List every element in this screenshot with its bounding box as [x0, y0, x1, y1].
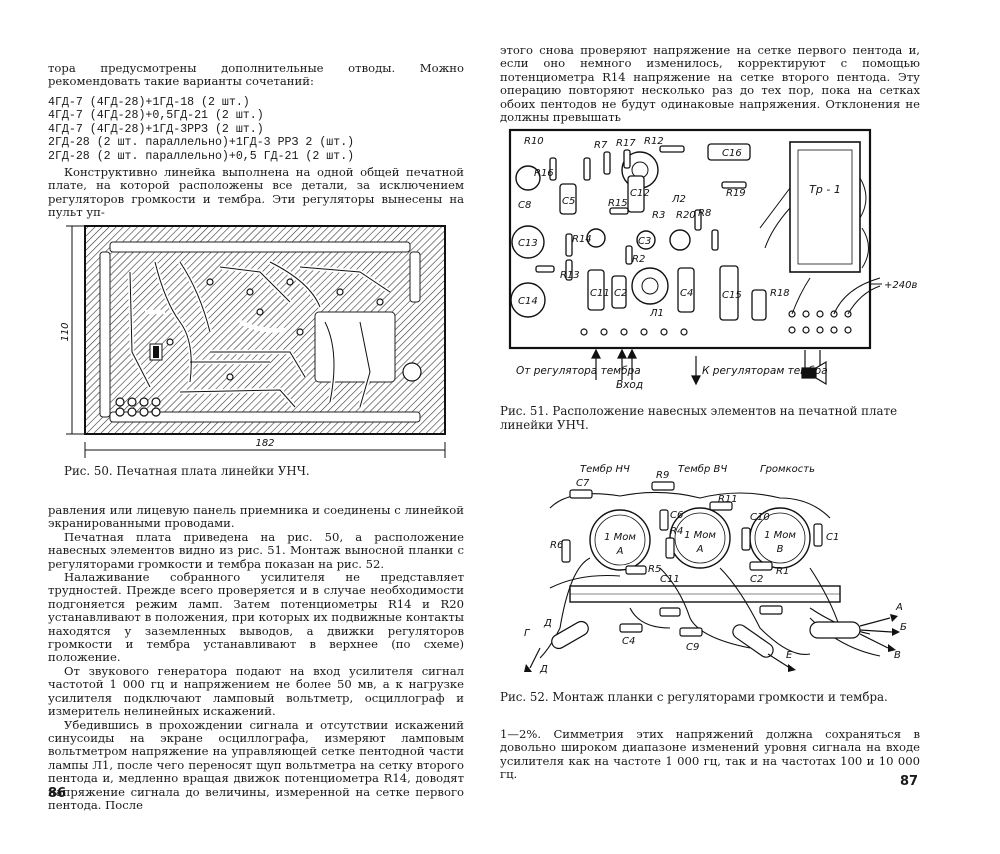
label-r3: R3 [652, 210, 665, 221]
right-bottom-text: 1—2%. Симметрия этих напряжений должна с… [500, 727, 920, 782]
label-r20: R20 [676, 210, 696, 221]
left-para-construct: Конструктивно линейка выполнена на одной… [48, 165, 464, 220]
label-c1: C1 [826, 532, 839, 543]
label-c12: C12 [630, 188, 650, 199]
fig52-caption: Рис. 52. Монтаж планки с регуляторами гр… [500, 690, 888, 704]
label-r11: R11 [718, 494, 738, 505]
left-intro: тора предусмотрены дополнительные отводы… [48, 61, 464, 89]
label-l1: Л1 [649, 308, 664, 319]
pot2-letter: А [696, 544, 704, 555]
transformer-label: Тр - 1 [809, 183, 841, 196]
right-top-text: этого снова проверяют напряжение на сетк… [500, 43, 920, 125]
label-c3: C3 [638, 236, 651, 247]
label-c11: C11 [660, 574, 680, 585]
label-c2: C2 [614, 288, 627, 299]
label-r5: R5 [648, 564, 661, 575]
page-number-left: 86 [48, 786, 67, 801]
arrow-in-label: Вход [616, 379, 643, 391]
label-c2: C2 [750, 574, 763, 585]
label-b: Б [900, 622, 907, 633]
label-r16: R16 [534, 168, 554, 179]
label-r18: R18 [770, 288, 790, 299]
label-r15: R15 [608, 198, 628, 209]
label-d: Д [543, 618, 552, 629]
label-v: В [894, 650, 901, 661]
head-tone-lf: Тембр НЧ [580, 463, 630, 475]
label-r13: R13 [560, 270, 580, 281]
fig51-caption: Рис. 51. Расположение навесных элементов… [500, 404, 898, 432]
label-c5: C5 [562, 196, 575, 207]
label-c7: C7 [576, 478, 590, 489]
label-r6: R6 [550, 540, 563, 551]
label-r10: R10 [524, 136, 544, 147]
combo-line: 2ГД-28 (2 шт. параллельно)+1ГД-3 РРЗ 2 (… [48, 136, 355, 150]
pot1-letter: А [616, 546, 624, 557]
fig50-caption: Рис. 50. Печатная плата линейки УНЧ. [64, 464, 310, 478]
label-c4: C4 [622, 636, 635, 647]
label-c6: C6 [670, 510, 683, 521]
label-r12: R12 [644, 136, 664, 147]
label-c8: C8 [518, 200, 531, 211]
label-r8: R8 [698, 208, 711, 219]
figure-51-layout: Тр - 1 [508, 128, 917, 391]
head-volume: Громкость [760, 464, 815, 475]
right-page: этого снова проверяют напряжение на сетк… [500, 0, 1000, 854]
left-body: равления или лицевую панель приемника и … [48, 503, 464, 812]
combo-line: 4ГД-7 (4ГД-28)+0,5ГД-21 (2 шт.) [48, 109, 264, 123]
speaker-icon [801, 350, 827, 386]
label-c11: C11 [590, 288, 610, 299]
label-c9: C9 [686, 642, 699, 653]
head-tone-hf: Тембр ВЧ [678, 463, 727, 475]
combo-line: 4ГД-7 (4ГД-28)+1ГД-3РРЗ (2 шт.) [48, 122, 264, 136]
label-r17: R17 [616, 138, 636, 149]
dim-width-label: 182 [255, 438, 274, 449]
pot2-value: 1 Мом [684, 530, 716, 541]
label-r19: R19 [726, 188, 746, 199]
pot1-value: 1 Мом [604, 532, 636, 543]
page-number-right: 87 [900, 774, 919, 789]
label-c13: C13 [518, 238, 538, 249]
label-r14: R14 [572, 234, 592, 245]
combo-line: 4ГД-7 (4ГД-28)+1ГД-18 (2 шт.) [48, 96, 250, 109]
label-a: А [895, 602, 903, 613]
label-c15: C15 [722, 290, 742, 301]
label-r9: R9 [656, 470, 669, 481]
speaker-combos: 4ГД-7 (4ГД-28)+1ГД-18 (2 шт.) 4ГД-7 (4ГД… [48, 96, 468, 163]
label-g: Г [524, 628, 531, 639]
pot3-value: 1 Мом [764, 530, 796, 541]
label-c14: C14 [518, 296, 538, 307]
label-r1: R1 [776, 566, 789, 577]
label-r4: R4 [670, 526, 683, 537]
label-r7: R7 [594, 140, 608, 151]
label-e: Е [786, 650, 793, 661]
dim-height-label: 110 [60, 322, 71, 341]
label-c4: C4 [680, 288, 693, 299]
figure-50-pcb: 110 182 [60, 225, 446, 458]
label-c16: C16 [722, 148, 742, 159]
combo-line: 2ГД-28 (2 шт. параллельно)+0,5 ГД-21 (2 … [48, 149, 355, 163]
label-d2: Д [539, 664, 548, 675]
label-240v: +240в [884, 280, 917, 291]
left-page: тора предусмотрены дополнительные отводы… [48, 61, 468, 812]
label-r2: R2 [632, 254, 645, 265]
arrow-to-reg-label: К регуляторам тембра [702, 365, 828, 377]
figure-52-mounting: Тембр НЧ Тембр ВЧ Громкость 1 Мом А 1 Мо… [524, 463, 907, 675]
label-l2: Л2 [671, 194, 686, 205]
pot3-letter: В [777, 544, 784, 555]
arrow-from-reg-label: От регулятора тембра [516, 365, 641, 377]
label-c10: C10 [750, 512, 770, 523]
